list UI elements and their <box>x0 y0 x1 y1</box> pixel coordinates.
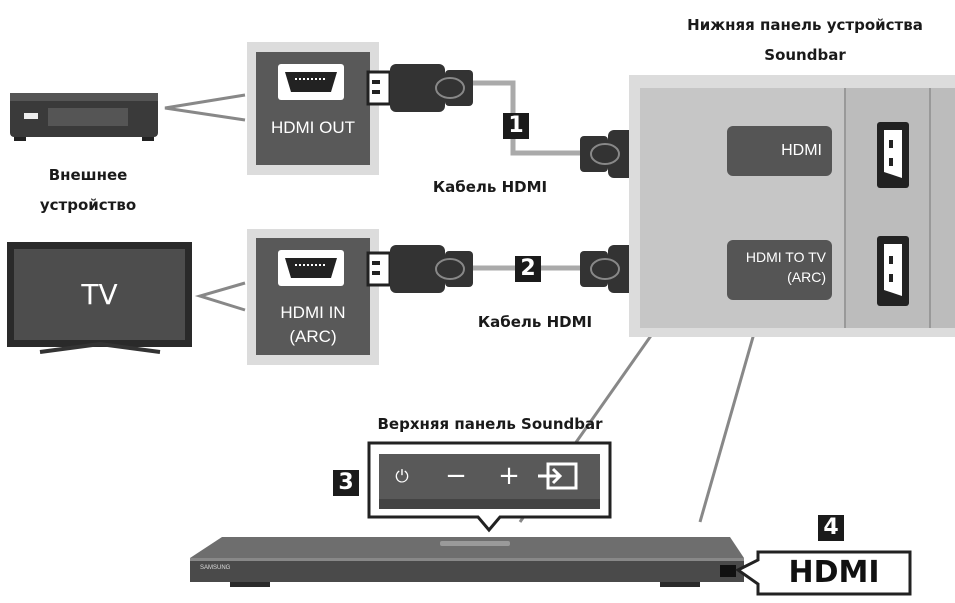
source-icon <box>538 462 578 490</box>
soundbar-hdmi-label: HDMI <box>781 142 822 159</box>
hdmi-in-port-panel <box>247 229 379 365</box>
hdmi-out-label: HDMI OUT <box>270 118 356 137</box>
tv-icon <box>7 242 192 354</box>
external-device-label: Внешнее устройство <box>39 166 137 214</box>
cable-1-label: Кабель HDMI <box>432 178 548 196</box>
soundbar-bottom-panel <box>629 75 955 337</box>
cable-2-label: Кабель HDMI <box>477 313 593 331</box>
cable-2-left-plug <box>366 245 473 293</box>
hdmi-out-port-panel <box>247 42 379 175</box>
power-button[interactable]: ⏻ <box>395 467 409 487</box>
soundbar-hdmi-tv-arc-label: (ARC) <box>787 269 826 285</box>
step-3-badge: 3 <box>333 470 359 496</box>
cable-1-left-plug <box>366 64 473 112</box>
soundbar-brand-logo: SAMSUNG <box>200 565 231 571</box>
soundbar-top-panel <box>367 441 612 533</box>
soundbar-bottom-panel-label: Нижняя панель устройства Soundbar <box>687 16 923 64</box>
step-2-badge: 2 <box>515 256 541 282</box>
soundbar-hdmi-tv-label: HDMI TO TV <box>745 249 826 265</box>
volume-down-button[interactable]: − <box>445 461 467 491</box>
soundbar <box>190 537 744 587</box>
step-4-badge: 4 <box>818 515 844 541</box>
soundbar-hdmi-tv-port <box>877 236 909 306</box>
external-device-icon <box>10 93 158 141</box>
hdmi-display-text: HDMI <box>788 555 880 590</box>
callout-lines <box>164 93 757 523</box>
hdmi-display-callout <box>735 550 912 596</box>
tv-screen-text: TV <box>81 278 118 311</box>
source-button[interactable] <box>536 460 580 492</box>
soundbar-top-panel-label: Верхняя панель Soundbar <box>377 415 603 433</box>
volume-up-button[interactable]: + <box>498 461 520 491</box>
soundbar-hdmi-port <box>877 122 909 188</box>
step-1-badge: 1 <box>503 113 529 139</box>
hdmi-in-label: HDMI IN <box>280 303 346 322</box>
hdmi-in-arc-label: (ARC) <box>289 327 337 346</box>
